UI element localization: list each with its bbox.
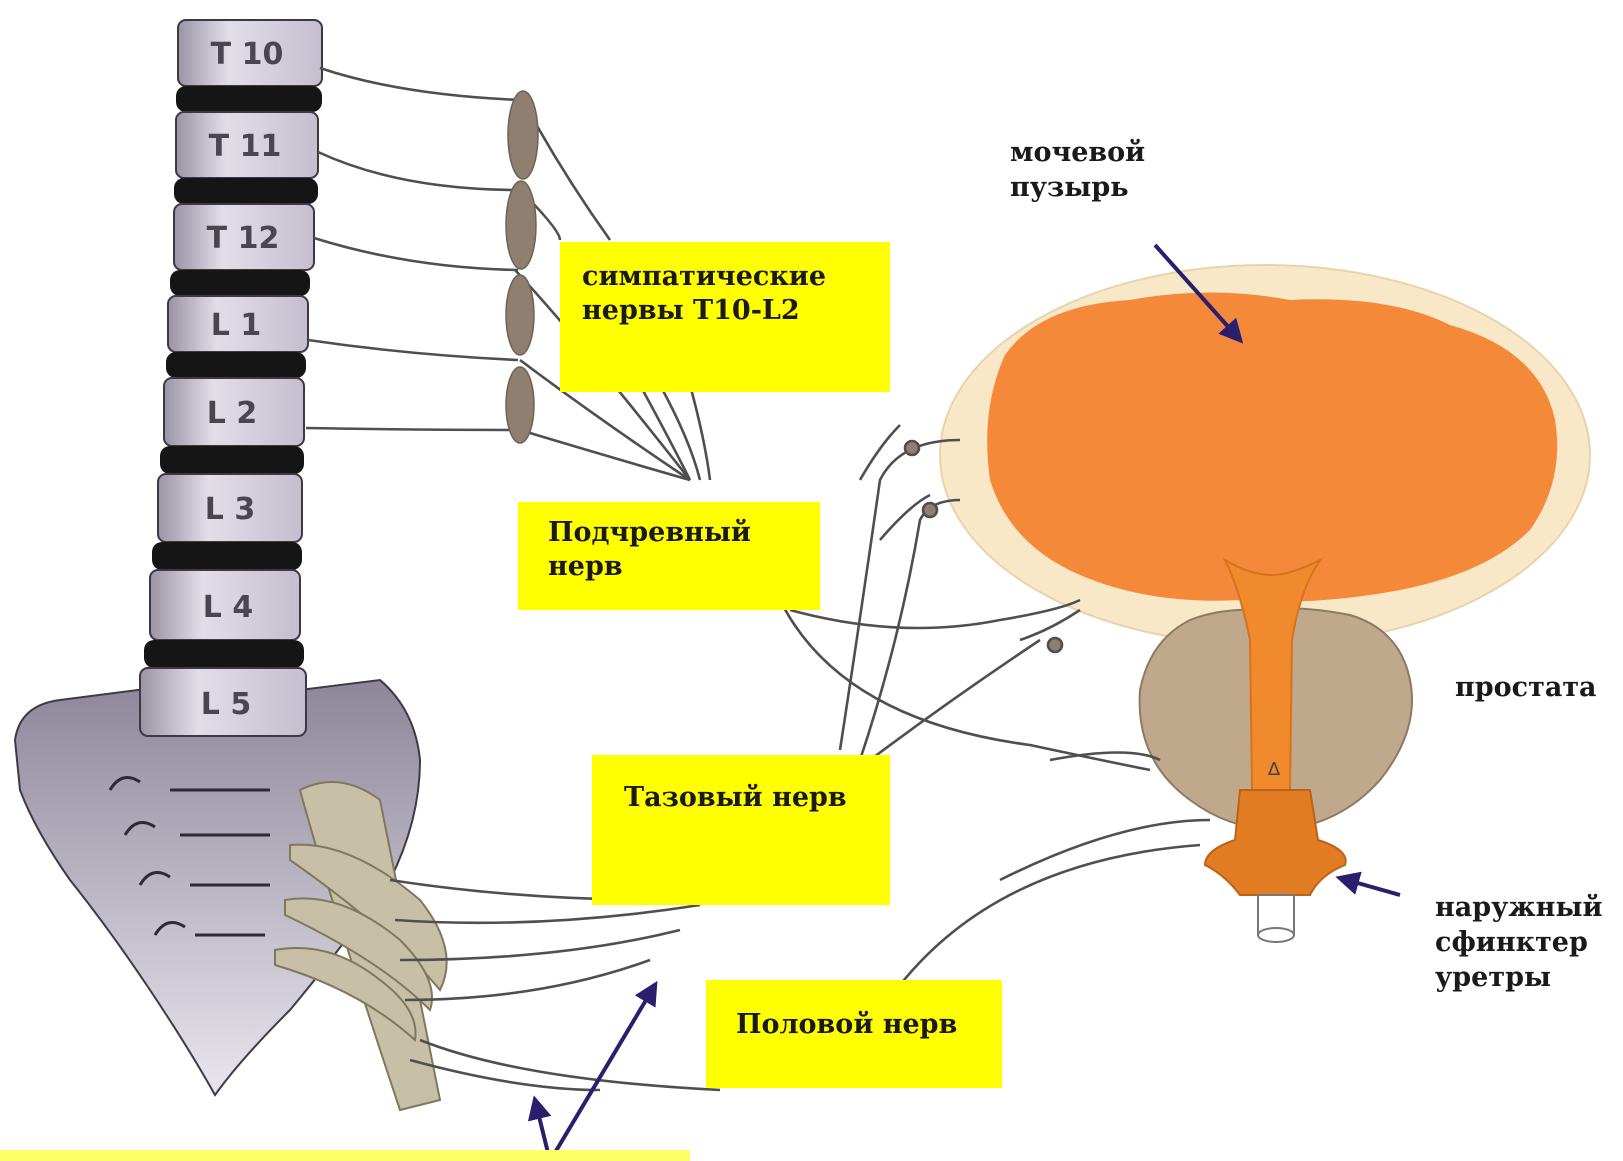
prostate-label: простата (1455, 670, 1597, 705)
sphincter-label-line1: наружный (1435, 890, 1603, 925)
pelvic-label-text: Тазовый нерв (624, 781, 858, 815)
bottom-yellow-strip (0, 1150, 690, 1161)
ganglion (506, 275, 534, 355)
vertebra-label-l4: L 4 (203, 590, 253, 625)
pudendal-arrow (550, 985, 655, 1161)
urethra-mark: Δ (1268, 759, 1281, 780)
sphincter-label: наружный сфинктер уретры (1435, 890, 1603, 995)
pudendal-nerve-label: Половой нерв (706, 980, 1002, 1088)
bladder-ganglion (923, 503, 937, 517)
ganglion (506, 367, 534, 443)
hypogastric-nerve-label: Подчревный нерв (518, 502, 820, 610)
pelvic-nerve-label: Тазовый нерв (592, 755, 890, 905)
pudendal-label-text: Половой нерв (736, 1008, 972, 1042)
bladder-label-line1: мочевой (1010, 135, 1145, 170)
bladder-label-line2: пузырь (1010, 170, 1145, 205)
vertebra-label-l5: L 5 (201, 687, 251, 722)
urethra-outlet-end (1258, 928, 1294, 942)
hypogastric-label-line1: Подчревный (548, 516, 790, 550)
sphincter-arrow (1340, 878, 1400, 895)
sympathetic-ganglia (506, 91, 538, 443)
disc (166, 352, 306, 378)
sympathetic-label-line2: нервы Т10-L2 (582, 294, 868, 328)
vertebra-label-t12: T 12 (207, 221, 280, 256)
disc (160, 446, 304, 474)
hypogastric-label-line2: нерв (548, 550, 790, 584)
sympathetic-nerves-label: симпатические нервы Т10-L2 (560, 242, 890, 392)
ganglion (506, 181, 536, 269)
sympathetic-label-line1: симпатические (582, 260, 868, 294)
ganglion (508, 91, 538, 179)
vertebra-label-l1: L 1 (211, 308, 261, 343)
bladder-label: мочевой пузырь (1010, 135, 1145, 205)
sphincter-label-line2: сфинктер (1435, 925, 1603, 960)
sphincter-label-line3: уретры (1435, 960, 1603, 995)
prostate-label-text: простата (1455, 670, 1597, 705)
vertebra-label-t11: T 11 (209, 129, 282, 164)
disc (152, 542, 302, 570)
disc (174, 178, 318, 204)
disc (144, 640, 304, 668)
vertebra-label-l3: L 3 (205, 492, 255, 527)
bladder-ganglion (905, 441, 919, 455)
disc (176, 86, 322, 112)
vertebral-column: T 10 T 11 T 12 L 1 L 2 L 3 L 4 L 5 (140, 20, 322, 736)
bladder-lumen (987, 293, 1557, 602)
vertebra-label-l2: L 2 (207, 396, 257, 431)
disc (170, 270, 310, 296)
vertebra-label-t10: T 10 (211, 37, 284, 72)
bladder-ganglion (1048, 638, 1062, 652)
